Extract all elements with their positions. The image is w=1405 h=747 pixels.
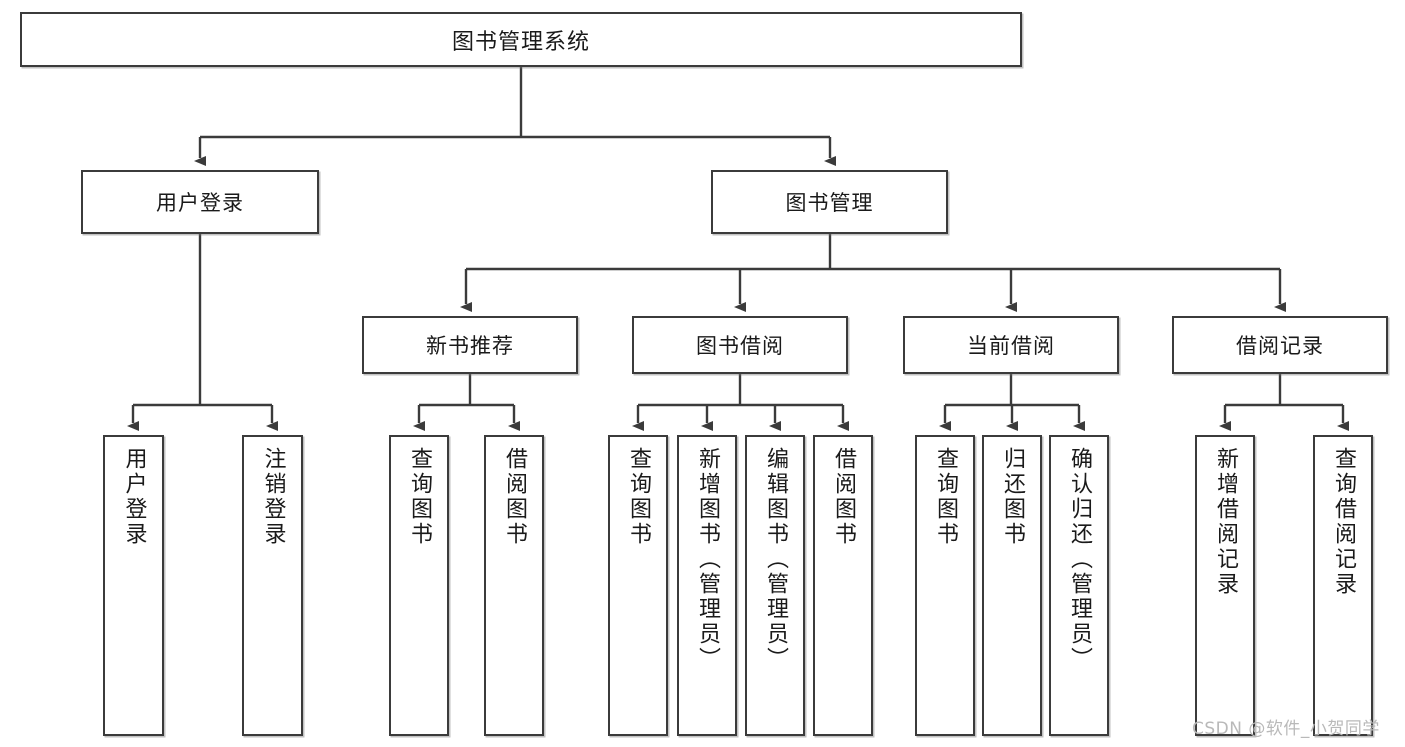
node-leaf-logout[interactable]: 注销登录 (242, 435, 303, 736)
node-label: 查询借阅记录 (1331, 447, 1356, 597)
node-label: 查询图书 (933, 447, 958, 547)
node-leaf-bb-edit-book[interactable]: 编辑图书（管理员） (745, 435, 805, 736)
node-leaf-bb-query-book[interactable]: 查询图书 (608, 435, 668, 736)
node-user-login[interactable]: 用户登录 (81, 170, 319, 234)
node-label: 用户登录 (121, 447, 147, 547)
node-leaf-bb-borrow-book[interactable]: 借阅图书 (813, 435, 873, 736)
node-label: 借阅图书 (502, 447, 527, 547)
node-leaf-bb-add-book[interactable]: 新增图书（管理员） (677, 435, 737, 736)
watermark-text: CSDN @软件_小贺同学 (1192, 719, 1380, 739)
node-leaf-cb-query-book[interactable]: 查询图书 (915, 435, 975, 736)
node-label: 图书管理 (785, 191, 874, 215)
node-label: 图书管理系统 (451, 29, 590, 55)
node-label: 借阅记录 (1236, 334, 1324, 358)
node-leaf-user-login[interactable]: 用户登录 (103, 435, 164, 736)
node-label: 新书推荐 (426, 334, 514, 358)
node-label: 编辑图书（管理员） (763, 447, 788, 672)
node-current-borrow[interactable]: 当前借阅 (903, 316, 1119, 374)
connector-lines (127, 67, 1349, 431)
node-label: 注销登录 (260, 447, 286, 547)
node-label: 新增图书（管理员） (695, 447, 720, 672)
node-leaf-cb-return-book[interactable]: 归还图书 (982, 435, 1042, 736)
node-root-system[interactable]: 图书管理系统 (20, 12, 1022, 67)
node-label: 新增借阅记录 (1213, 447, 1238, 597)
node-label: 借阅图书 (831, 447, 856, 547)
node-leaf-br-query-record[interactable]: 查询借阅记录 (1313, 435, 1373, 736)
node-book-borrow[interactable]: 图书借阅 (632, 316, 848, 374)
node-label: 查询图书 (407, 447, 432, 547)
node-label: 查询图书 (626, 447, 651, 547)
node-leaf-nbr-borrow-book[interactable]: 借阅图书 (484, 435, 544, 736)
node-label: 用户登录 (156, 191, 244, 215)
node-leaf-cb-confirm-return[interactable]: 确认归还（管理员） (1049, 435, 1109, 736)
node-label: 确认归还（管理员） (1067, 447, 1092, 672)
node-book-manage[interactable]: 图书管理 (711, 170, 948, 234)
node-leaf-nbr-query-book[interactable]: 查询图书 (389, 435, 449, 736)
node-new-book-recommend[interactable]: 新书推荐 (362, 316, 578, 374)
node-label: 图书借阅 (696, 334, 784, 358)
node-label: 当前借阅 (967, 334, 1055, 358)
node-borrow-record[interactable]: 借阅记录 (1172, 316, 1388, 374)
node-leaf-br-add-record[interactable]: 新增借阅记录 (1195, 435, 1255, 736)
node-label: 归还图书 (1000, 447, 1025, 547)
